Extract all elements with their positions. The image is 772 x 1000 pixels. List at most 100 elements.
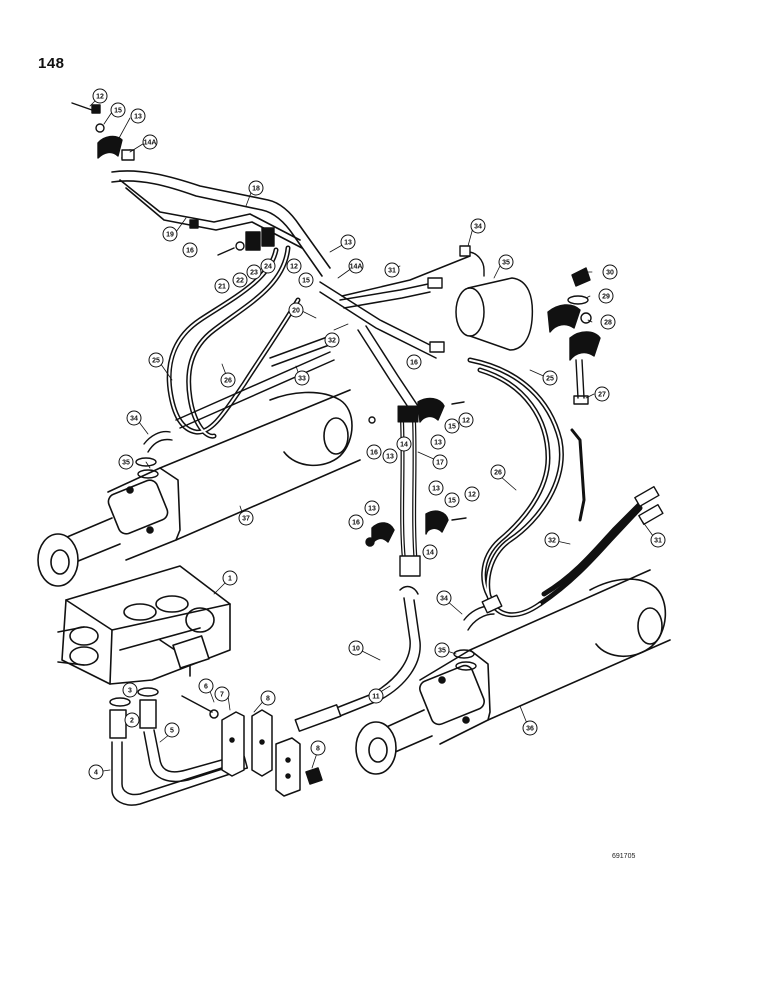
callout-32: 32 <box>324 332 340 348</box>
hose-loop-right <box>467 357 649 618</box>
svg-text:34: 34 <box>440 596 448 603</box>
callout-6: 6 <box>198 678 214 694</box>
callout-25: 25 <box>542 370 558 386</box>
elbow-fitting-34-top <box>459 245 485 277</box>
svg-text:12: 12 <box>462 418 470 425</box>
callout-34: 34 <box>436 590 452 606</box>
callout-18: 18 <box>248 180 264 196</box>
svg-text:13: 13 <box>368 506 376 513</box>
svg-text:29: 29 <box>602 294 610 301</box>
svg-text:12: 12 <box>468 492 476 499</box>
svg-text:13: 13 <box>434 440 442 447</box>
callout-31: 31 <box>384 262 400 278</box>
callout-35: 35 <box>118 454 134 470</box>
svg-text:21: 21 <box>218 284 226 291</box>
svg-text:32: 32 <box>328 338 336 345</box>
svg-text:26: 26 <box>494 470 502 477</box>
clamp-hardware-center <box>365 397 467 547</box>
svg-text:20: 20 <box>292 308 300 315</box>
svg-text:28: 28 <box>604 320 612 327</box>
callout-7: 7 <box>214 686 230 702</box>
callout-23: 23 <box>246 264 262 280</box>
svg-text:13: 13 <box>386 454 394 461</box>
clamp-hardware-mid <box>189 219 275 256</box>
callout-1: 1 <box>222 570 238 586</box>
svg-text:25: 25 <box>152 358 160 365</box>
callout-14: 14 <box>422 544 438 560</box>
callout-15: 15 <box>298 272 314 288</box>
callout-27: 27 <box>594 386 610 402</box>
svg-text:18: 18 <box>252 186 260 193</box>
clamp-hardware-right <box>547 267 601 405</box>
page-number: 148 <box>38 55 65 72</box>
callout-14: 14 <box>396 436 412 452</box>
callout-34: 34 <box>126 410 142 426</box>
tubes-10-11 <box>294 585 421 732</box>
svg-text:31: 31 <box>654 538 662 545</box>
callout-30: 30 <box>602 264 618 280</box>
callout-5: 5 <box>164 722 180 738</box>
callout-13: 13 <box>130 108 146 124</box>
svg-text:36: 36 <box>526 726 534 733</box>
svg-text:16: 16 <box>410 360 418 367</box>
svg-text:35: 35 <box>438 648 446 655</box>
callout-36: 36 <box>522 720 538 736</box>
clamp-blocks-8 <box>181 695 323 797</box>
svg-text:14A: 14A <box>144 140 157 147</box>
svg-text:12: 12 <box>96 94 104 101</box>
callout-12: 12 <box>464 486 480 502</box>
callout-14a: 14A <box>348 258 364 274</box>
center-pipes <box>319 255 471 411</box>
svg-text:30: 30 <box>606 270 614 277</box>
callout-13: 13 <box>430 434 446 450</box>
callout-4: 4 <box>88 764 104 780</box>
svg-text:13: 13 <box>134 114 142 121</box>
svg-text:4: 4 <box>94 770 98 777</box>
hose-fitting-bottom <box>399 555 421 577</box>
svg-text:22: 22 <box>236 278 244 285</box>
callout-2: 2 <box>124 712 140 728</box>
callout-28: 28 <box>600 314 616 330</box>
svg-text:13: 13 <box>344 240 352 247</box>
svg-text:8: 8 <box>316 746 320 753</box>
svg-text:13: 13 <box>432 486 440 493</box>
callout-13: 13 <box>340 234 356 250</box>
svg-text:10: 10 <box>352 646 360 653</box>
callout-8: 8 <box>260 690 276 706</box>
hydraulic-cylinder-36 <box>355 569 671 775</box>
svg-text:34: 34 <box>130 416 138 423</box>
callout-13: 13 <box>428 480 444 496</box>
callout-15: 15 <box>110 102 126 118</box>
callout-25: 25 <box>148 352 164 368</box>
svg-text:17: 17 <box>436 460 444 467</box>
clamp-hardware-top <box>71 102 135 161</box>
callout-3: 3 <box>122 682 138 698</box>
callout-15: 15 <box>444 492 460 508</box>
svg-text:25: 25 <box>546 376 554 383</box>
callout-29: 29 <box>598 288 614 304</box>
svg-text:12: 12 <box>290 264 298 271</box>
callout-24: 24 <box>260 258 276 274</box>
svg-text:8: 8 <box>266 696 270 703</box>
svg-text:26: 26 <box>224 378 232 385</box>
callout-12: 12 <box>286 258 302 274</box>
callout-33: 33 <box>294 370 310 386</box>
callout-16: 16 <box>366 444 382 460</box>
figure-code: 691705 <box>612 853 636 860</box>
callout-12: 12 <box>92 88 108 104</box>
control-valve-1 <box>57 565 231 685</box>
callout-26: 26 <box>490 464 506 480</box>
svg-text:15: 15 <box>448 424 456 431</box>
callout-15: 15 <box>444 418 460 434</box>
svg-text:7: 7 <box>220 692 224 699</box>
hydraulic-cylinder-37 <box>37 389 361 587</box>
elbow-fitting-34-left <box>135 430 173 479</box>
callout-22: 22 <box>232 272 248 288</box>
svg-text:35: 35 <box>122 460 130 467</box>
svg-text:3: 3 <box>128 688 132 695</box>
callout-32: 32 <box>544 532 560 548</box>
svg-text:14: 14 <box>426 550 434 557</box>
svg-text:19: 19 <box>166 232 174 239</box>
svg-text:5: 5 <box>170 728 174 735</box>
